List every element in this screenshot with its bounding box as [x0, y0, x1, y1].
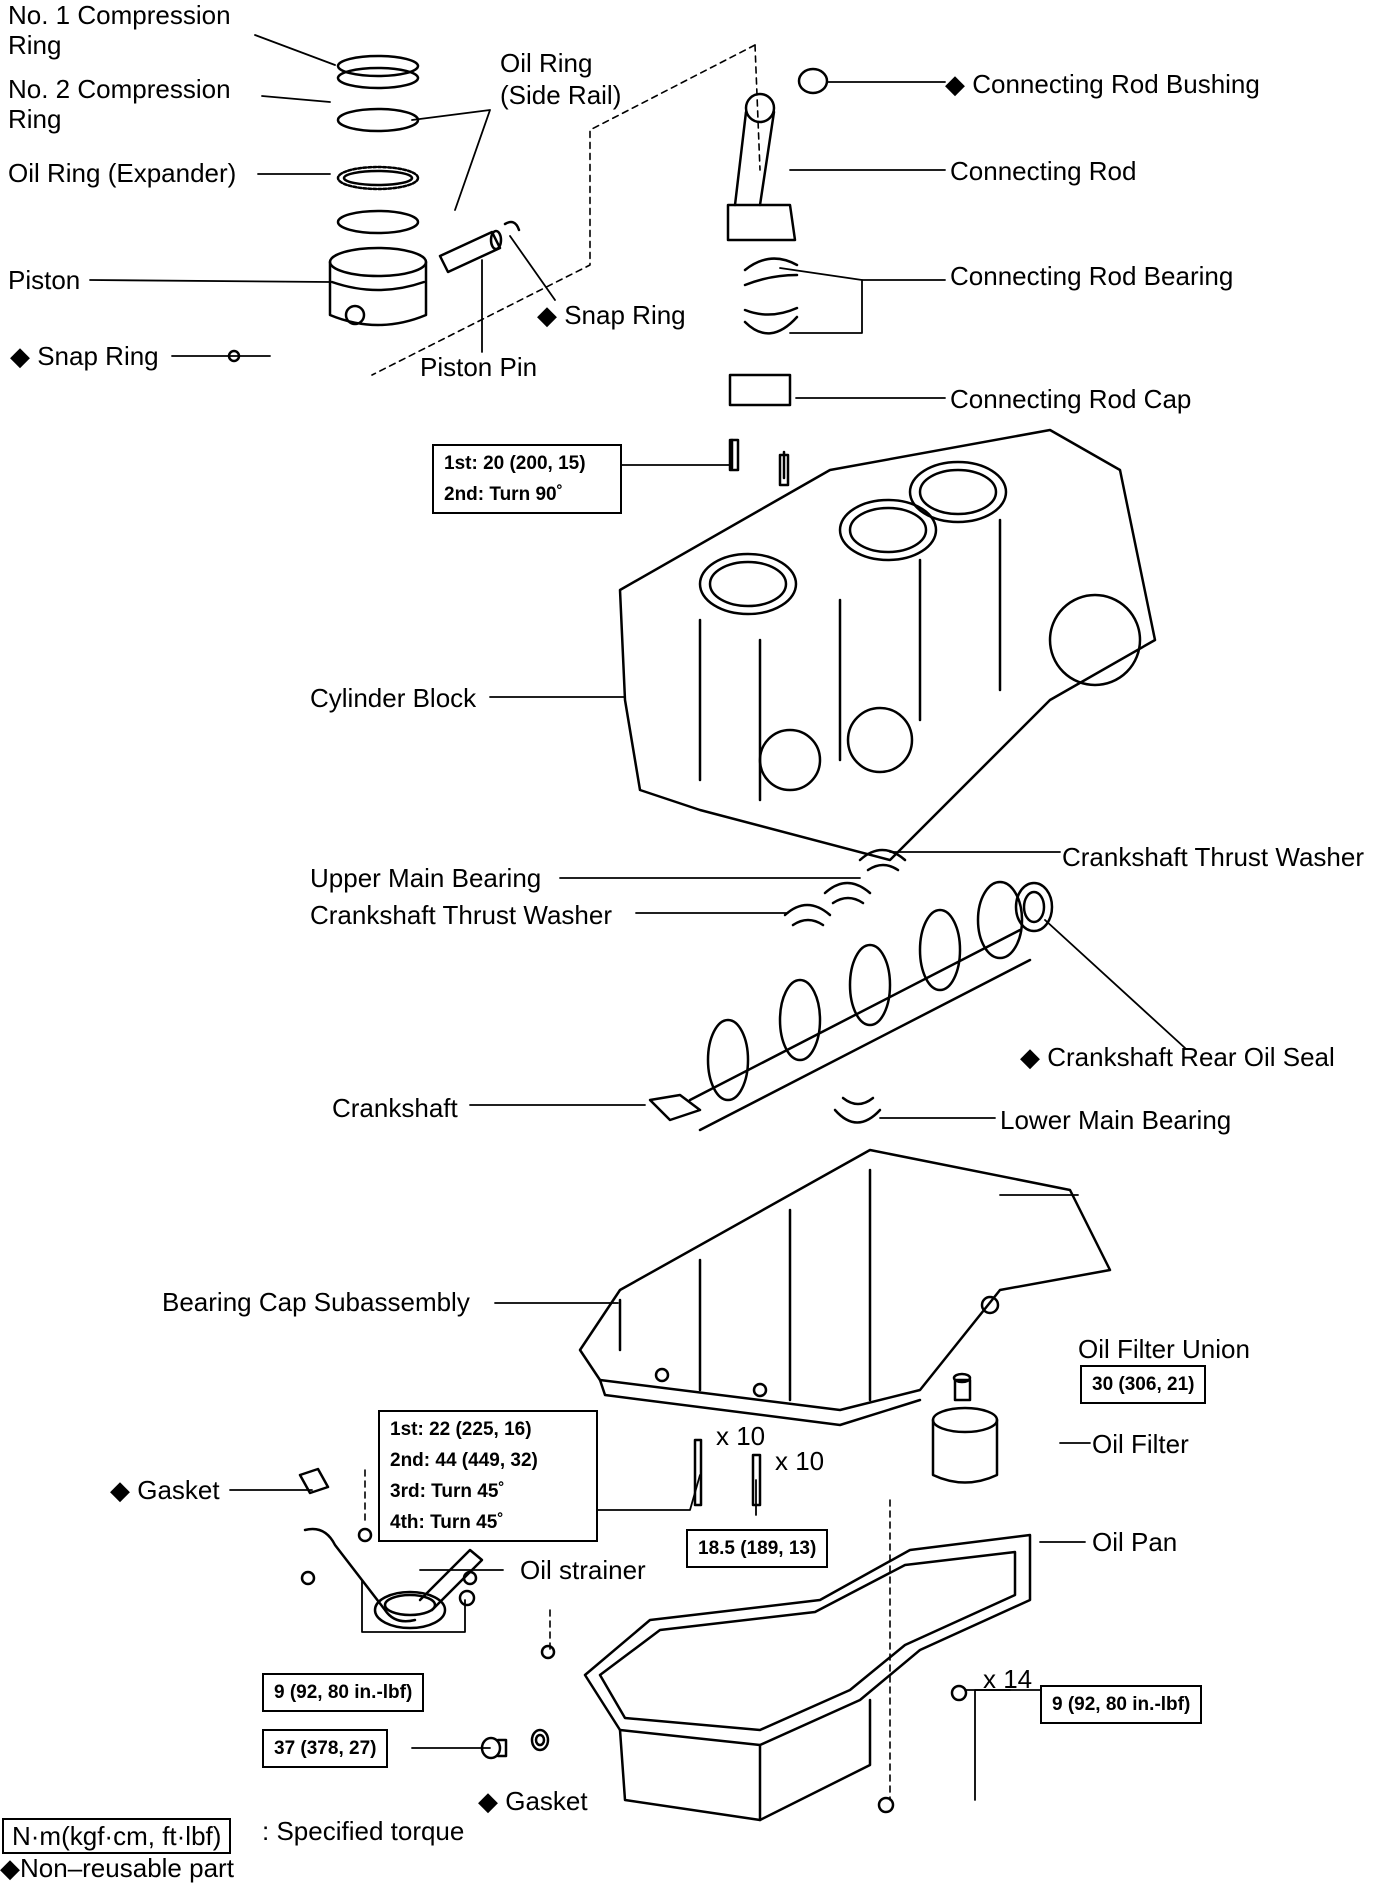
legend-unit-text: : Specified torque — [262, 1816, 465, 1846]
torque-box-bearing-cap-outer: 18.5 (189, 13) — [686, 1529, 829, 1568]
torque-drain-plug: 37 (378, 27) — [274, 1738, 377, 1759]
label-rear-oil-seal: ◆ Crankshaft Rear Oil Seal — [1020, 1042, 1335, 1072]
label-oil-ring-expander: Oil Ring (Expander) — [8, 158, 237, 188]
label-oil-ring-side-rail-1: Oil Ring — [500, 48, 593, 78]
label-connecting-rod-cap: Connecting Rod Cap — [950, 384, 1192, 414]
label-gasket-upper: ◆ Gasket — [110, 1475, 220, 1505]
torque-box-bearing-cap: 1st: 22 (225, 16) 2nd: 44 (449, 32) 3rd:… — [378, 1410, 598, 1542]
label-qty-x10-a: x 10 — [716, 1421, 766, 1451]
piston-pin-drawing — [438, 220, 521, 274]
torque-box-oil-filter-union: 30 (306, 21) — [1080, 1365, 1207, 1404]
crankshaft-drawing — [648, 880, 1032, 1132]
cylinder-block-drawing — [618, 428, 1157, 862]
torque-bearing-cap-outer: 18.5 (189, 13) — [698, 1538, 817, 1559]
main-bearings-drawing — [783, 848, 1054, 1124]
label-qty-x14: x 14 — [983, 1664, 1033, 1694]
torque-bearing-cap-1st: 1st: 22 (225, 16) — [390, 1419, 532, 1440]
torque-box-connecting-rod: 1st: 20 (200, 15) 2nd: Turn 90˚ — [432, 444, 622, 514]
label-upper-main-bearing: Upper Main Bearing — [310, 863, 542, 893]
label-thrust-washer-left: Crankshaft Thrust Washer — [310, 900, 612, 930]
label-oil-pan: Oil Pan — [1092, 1527, 1178, 1557]
oil-pan-drawing — [540, 1533, 1032, 1822]
label-qty-x10-b: x 10 — [775, 1446, 825, 1476]
label-gasket-lower: ◆ Gasket — [478, 1786, 588, 1816]
label-no1-compression-ring: No. 1 Compression Ring — [8, 0, 231, 60]
label-snap-ring-right: ◆ Snap Ring — [537, 300, 686, 330]
drain-plug-drawing — [480, 1728, 550, 1760]
leader-lines — [89, 34, 1186, 1801]
torque-box-drain-plug: 37 (378, 27) — [262, 1729, 389, 1768]
torque-strainer: 9 (92, 80 in.-lbf) — [274, 1682, 413, 1703]
label-cylinder-block: Cylinder Block — [310, 683, 477, 713]
connecting-rod-drawing — [726, 67, 829, 480]
label-oil-ring-side-rail-2: (Side Rail) — [500, 80, 622, 110]
label-connecting-rod: Connecting Rod — [950, 156, 1137, 186]
label-lower-main-bearing: Lower Main Bearing — [1000, 1105, 1232, 1135]
torque-bearing-cap-4th: 4th: Turn 45˚ — [390, 1512, 504, 1533]
torque-bearing-cap-2nd: 2nd: 44 (449, 32) — [390, 1450, 538, 1471]
torque-oil-filter-union: 30 (306, 21) — [1092, 1374, 1195, 1395]
piston-rings — [336, 54, 420, 235]
label-piston-pin: Piston Pin — [420, 352, 538, 382]
label-oil-filter-union: Oil Filter Union — [1078, 1334, 1250, 1364]
label-connecting-rod-bearing: Connecting Rod Bearing — [950, 261, 1234, 291]
bolts-drawing — [693, 438, 790, 1507]
torque-oil-pan: 9 (92, 80 in.-lbf) — [1052, 1694, 1191, 1715]
oil-filter-drawing — [931, 1372, 999, 1484]
label-bearing-cap-subassembly: Bearing Cap Subassembly — [162, 1287, 470, 1317]
oil-strainer-drawing — [298, 1467, 484, 1630]
label-piston: Piston — [8, 265, 81, 295]
torque-conrod-1st: 1st: 20 (200, 15) — [444, 453, 586, 474]
piston-drawing — [227, 246, 428, 363]
label-thrust-washer-right: Crankshaft Thrust Washer — [1062, 842, 1364, 872]
legend-unit-box: N·m(kgf·cm, ft·lbf) — [2, 1818, 232, 1854]
label-no2-compression-ring: No. 2 Compression Ring — [8, 74, 231, 134]
alignment-dashed-lines — [364, 44, 891, 1801]
bearing-cap-drawing — [578, 1148, 1112, 1427]
label-crankshaft: Crankshaft — [332, 1093, 458, 1123]
torque-bearing-cap-3rd: 3rd: Turn 45˚ — [390, 1481, 505, 1502]
label-snap-ring-left: ◆ Snap Ring — [10, 341, 159, 371]
label-connecting-rod-bushing: ◆ Connecting Rod Bushing — [945, 69, 1260, 99]
torque-box-oil-pan: 9 (92, 80 in.-lbf) — [1040, 1685, 1203, 1724]
torque-conrod-2nd: 2nd: Turn 90˚ — [444, 484, 563, 505]
label-oil-strainer: Oil strainer — [520, 1555, 646, 1585]
torque-box-strainer: 9 (92, 80 in.-lbf) — [262, 1673, 425, 1712]
legend-non-reusable: ◆Non–reusable part — [0, 1853, 234, 1883]
label-oil-filter: Oil Filter — [1092, 1429, 1189, 1459]
